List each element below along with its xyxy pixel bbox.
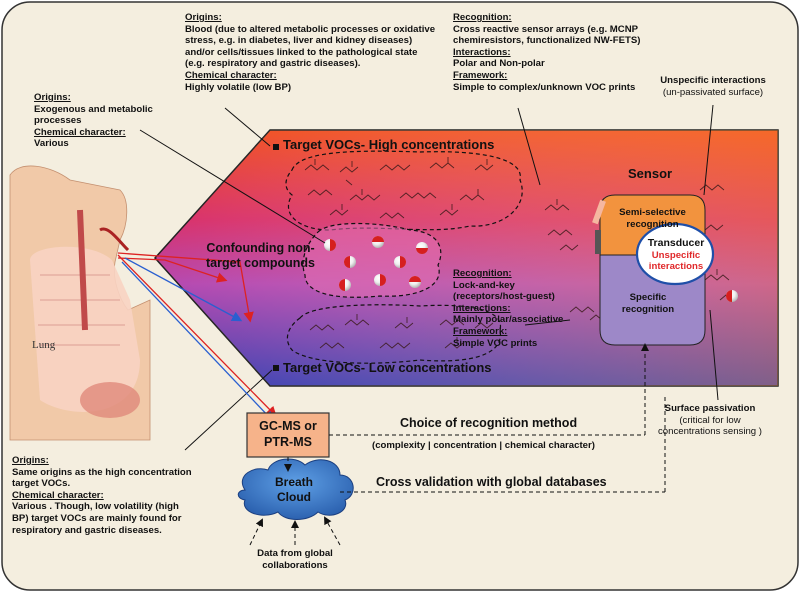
- bullet-marker: [273, 365, 279, 371]
- chem-line: BP) target VOCs are mainly found for: [12, 512, 182, 524]
- unspecific-title: Unspecific interactions: [660, 75, 766, 86]
- framework-value: Simple to complex/unknown VOC prints: [453, 81, 636, 93]
- origins-heading: Origins:: [185, 12, 222, 23]
- origins-line: and/or cells/tissues linked to the patho…: [185, 46, 418, 58]
- confounding-blob: [302, 222, 442, 298]
- confounding-label: Confounding non- target compounds: [198, 241, 323, 271]
- leader-line: [524, 319, 571, 326]
- recognition-top-block: Recognition: Cross reactive sensor array…: [453, 12, 673, 93]
- breath-cloud-label: Breath Cloud: [274, 475, 313, 504]
- origins-line: processes: [34, 115, 82, 127]
- chem-line: Various . Though, low volatility (high: [12, 501, 179, 513]
- breath-cloud: [237, 458, 354, 520]
- chem-value: Various: [34, 138, 69, 150]
- specific-label: Specific recognition: [621, 292, 675, 315]
- surface-title: Surface passivation: [664, 403, 756, 414]
- gcms-label: GC-MS or PTR-MS: [259, 419, 317, 449]
- recognition-line: chemiresistors, functionalized NW-FETS): [453, 35, 641, 47]
- transducer-unspecific: interactions: [648, 261, 704, 273]
- target-high-label: Target VOCs- High concentrations: [283, 137, 495, 152]
- origins-line: Blood (due to altered metabolic processe…: [185, 23, 436, 35]
- origins-line: stress, e.g. in diabetes, liver and kidn…: [185, 35, 413, 47]
- sensor-box: [592, 194, 715, 346]
- lung-label: Lung: [32, 339, 56, 351]
- framework-heading: Framework:: [453, 69, 508, 81]
- interactions-value: Mainly polar/associative: [453, 314, 564, 326]
- chem-heading: Chemical character:: [185, 69, 277, 81]
- chem-heading: Chemical character:: [12, 489, 104, 501]
- sensor-title: Sensor: [628, 166, 673, 181]
- recognition-heading: Recognition:: [453, 268, 512, 279]
- recognition-mid-block: Recognition: Lock-and-key (receptors/hos…: [453, 268, 603, 349]
- transducer-unspecific: Unspecific: [651, 249, 701, 261]
- target-low-label: Target VOCs- Low concentrations: [283, 360, 492, 375]
- chem-line: respiratory and gastric diseases.: [12, 524, 162, 536]
- cross-validation-title: Cross validation with global databases: [376, 475, 607, 489]
- unspecific-subtitle: (un-passivated surface): [662, 86, 764, 98]
- leader-line: [709, 309, 719, 401]
- chem-value: Highly volatile (low BP): [185, 81, 292, 93]
- interactions-heading: Interactions:: [453, 46, 511, 58]
- recognition-line: Cross reactive sensor arrays (e.g. MCNP: [453, 23, 639, 35]
- origins-heading: Origins:: [12, 455, 49, 466]
- breath-arrows: [117, 252, 277, 422]
- chem-heading: Chemical character:: [34, 126, 126, 138]
- origins-line: (e.g. respiratory and gastric diseases).: [185, 58, 361, 70]
- confounding-line: Confounding non-: [206, 241, 315, 255]
- origins-line: target VOCs.: [12, 478, 71, 490]
- transducer-title: Transducer: [647, 237, 705, 249]
- origins-low-block: Origins: Same origins as the high concen…: [12, 455, 212, 536]
- origins-heading: Origins:: [34, 92, 71, 103]
- origins-line: Exogenous and metabolic: [34, 103, 153, 115]
- leader-line: [139, 129, 326, 244]
- recognition-line: Lock-and-key: [453, 279, 515, 291]
- framework-heading: Framework:: [453, 325, 508, 337]
- leader-line: [517, 107, 541, 186]
- transducer-label: Transducer Unspecific interactions: [638, 237, 714, 273]
- leader-line: [184, 369, 273, 451]
- confounding-line: target compounds: [205, 256, 316, 270]
- human-figure: [9, 165, 151, 441]
- gcms-box: [246, 412, 330, 458]
- interactions-value: Polar and Non-polar: [453, 58, 545, 70]
- low-conc-blob: [286, 304, 501, 364]
- recognition-line: (receptors/host-guest): [453, 291, 555, 303]
- bullet-marker: [273, 144, 279, 150]
- leader-line: [703, 104, 714, 196]
- interactions-heading: Interactions:: [453, 302, 511, 314]
- origins-blood-block: Origins: Blood (due to altered metabolic…: [185, 12, 445, 93]
- origins-exogenous-block: Origins: Exogenous and metabolic process…: [34, 92, 174, 150]
- choice-title: Choice of recognition method: [400, 416, 578, 430]
- leader-line: [224, 107, 271, 147]
- molecule-sketches: [304, 157, 739, 349]
- choice-subtitle: (complexity | concentration | chemical c…: [372, 440, 595, 451]
- origins-line: Same origins as the high concentration: [12, 466, 192, 478]
- framework-value: Simple VOC prints: [453, 337, 538, 349]
- unspecific-label: Unspecific interactions (un-passivated s…: [643, 75, 783, 98]
- global-data-label: Data from global collaborations: [257, 548, 333, 571]
- recognition-heading: Recognition:: [453, 12, 512, 23]
- semi-selective-label: Semi-selective recognition: [619, 207, 686, 230]
- surface-passivation-label: Surface passivation (critical for low co…: [640, 403, 780, 438]
